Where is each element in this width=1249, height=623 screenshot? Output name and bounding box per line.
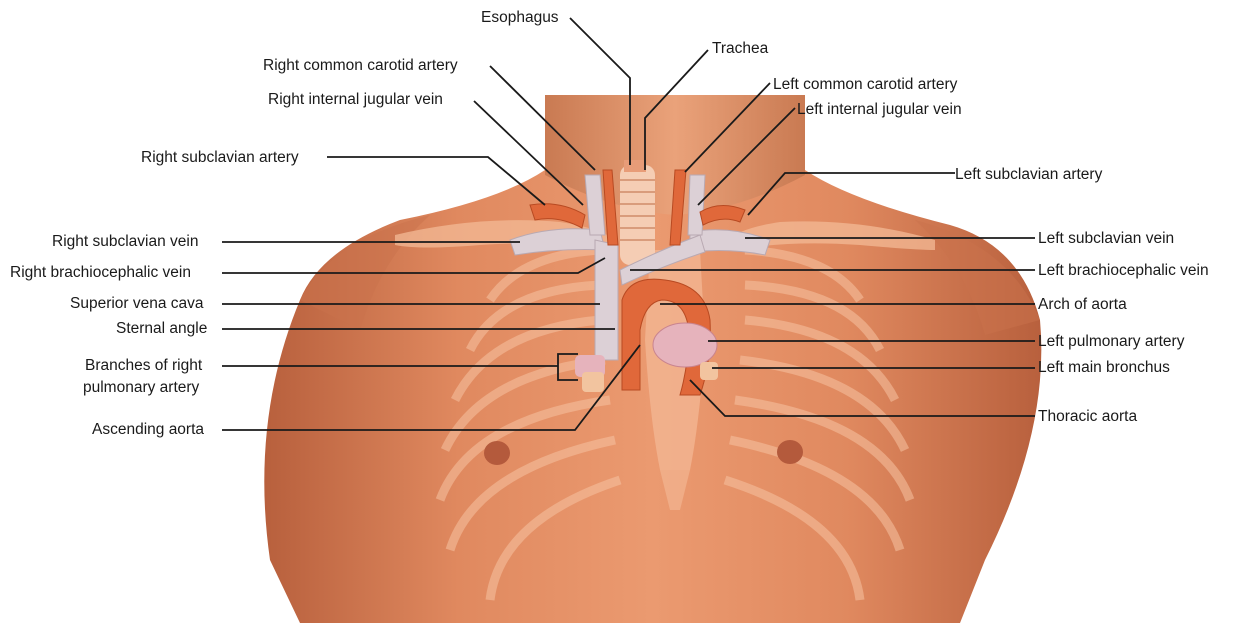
label-right-subclavian-vein: Right subclavian vein bbox=[52, 232, 198, 251]
left-bronchus-shape bbox=[700, 362, 718, 380]
label-thoracic-aorta: Thoracic aorta bbox=[1038, 407, 1137, 426]
label-esophagus: Esophagus bbox=[481, 8, 559, 27]
label-left-main-bronchus: Left main bronchus bbox=[1038, 358, 1170, 377]
label-left-internal-jugular-vein: Left internal jugular vein bbox=[797, 100, 962, 119]
right-nipple bbox=[484, 441, 510, 465]
label-trachea: Trachea bbox=[712, 39, 768, 58]
label-branches-right-pulmonary-line2: pulmonary artery bbox=[83, 378, 199, 397]
label-branches-right-pulmonary-line1: Branches of right bbox=[85, 356, 202, 375]
left-ij-vein-shape bbox=[688, 175, 705, 235]
label-left-subclavian-vein: Left subclavian vein bbox=[1038, 229, 1174, 248]
label-left-pulmonary-artery: Left pulmonary artery bbox=[1038, 332, 1184, 351]
label-ascending-aorta: Ascending aorta bbox=[92, 420, 204, 439]
label-right-internal-jugular-vein: Right internal jugular vein bbox=[268, 90, 443, 109]
svc-shape bbox=[595, 240, 618, 360]
label-superior-vena-cava: Superior vena cava bbox=[70, 294, 204, 313]
label-left-brachiocephalic-vein: Left brachiocephalic vein bbox=[1038, 261, 1209, 280]
left-pulmonary-artery-shape bbox=[653, 323, 717, 367]
label-right-common-carotid-artery: Right common carotid artery bbox=[263, 56, 458, 75]
left-nipple bbox=[777, 440, 803, 464]
label-sternal-angle: Sternal angle bbox=[116, 319, 207, 338]
label-left-common-carotid-artery: Left common carotid artery bbox=[773, 75, 957, 94]
label-left-subclavian-artery: Left subclavian artery bbox=[955, 165, 1102, 184]
label-right-subclavian-artery: Right subclavian artery bbox=[141, 148, 299, 167]
label-right-brachiocephalic-vein: Right brachiocephalic vein bbox=[10, 263, 191, 282]
label-arch-of-aorta: Arch of aorta bbox=[1038, 295, 1127, 314]
esophagus bbox=[624, 160, 646, 172]
